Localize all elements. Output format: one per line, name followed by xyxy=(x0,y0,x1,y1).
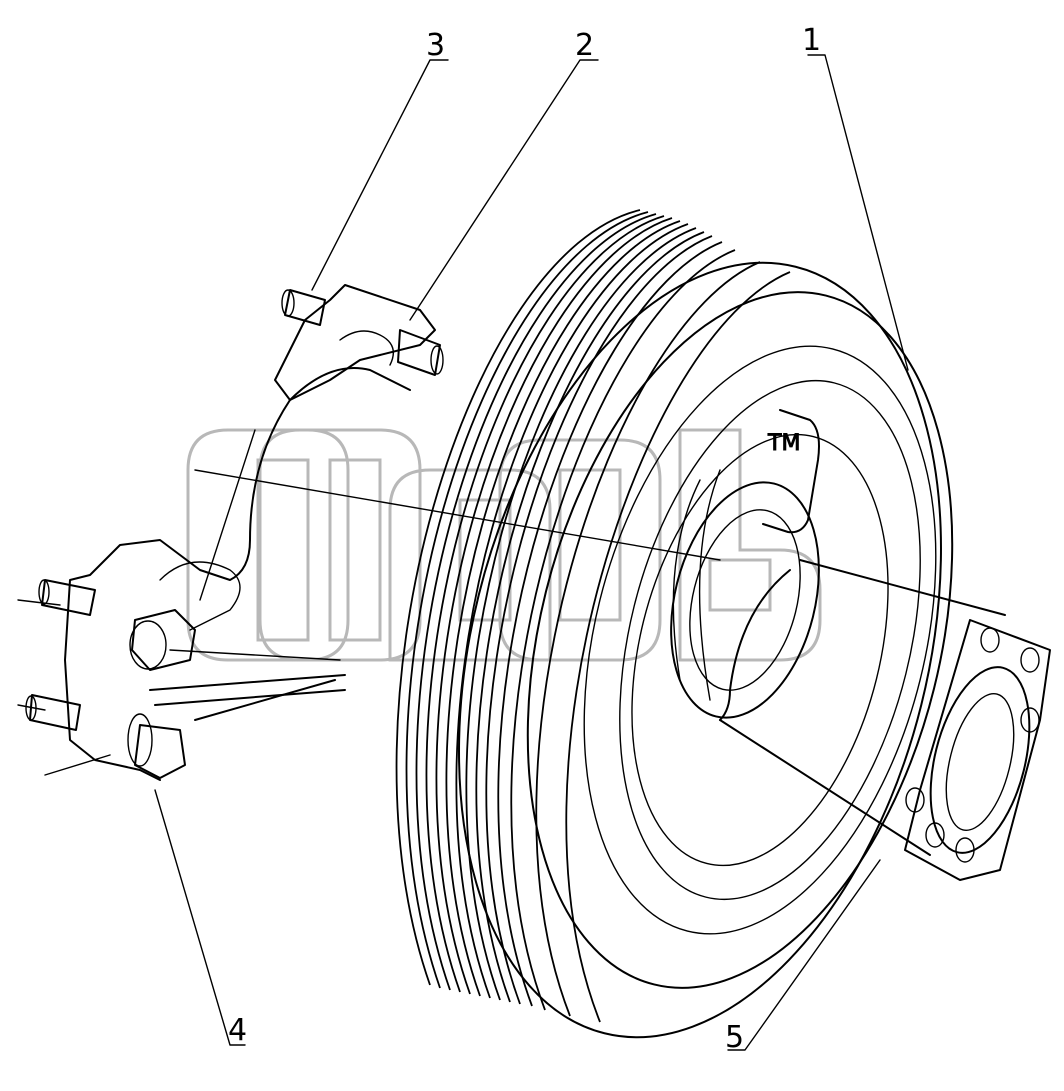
bolts xyxy=(127,609,196,779)
callout-5: 5 xyxy=(725,1020,744,1055)
leader-lines xyxy=(154,54,909,1051)
callout-2: 2 xyxy=(575,28,594,63)
pulley xyxy=(395,209,954,1039)
pump-body xyxy=(64,284,436,781)
pulley-grooves xyxy=(395,209,791,1023)
shaft-housing xyxy=(719,559,1051,881)
center-lines xyxy=(17,469,721,776)
callout-1: 1 xyxy=(802,23,821,58)
watermark-logo xyxy=(186,428,822,662)
callout-4: 4 xyxy=(228,1013,247,1048)
callouts: 1 2 3 4 5 xyxy=(228,23,821,1055)
callout-3: 3 xyxy=(426,28,445,63)
